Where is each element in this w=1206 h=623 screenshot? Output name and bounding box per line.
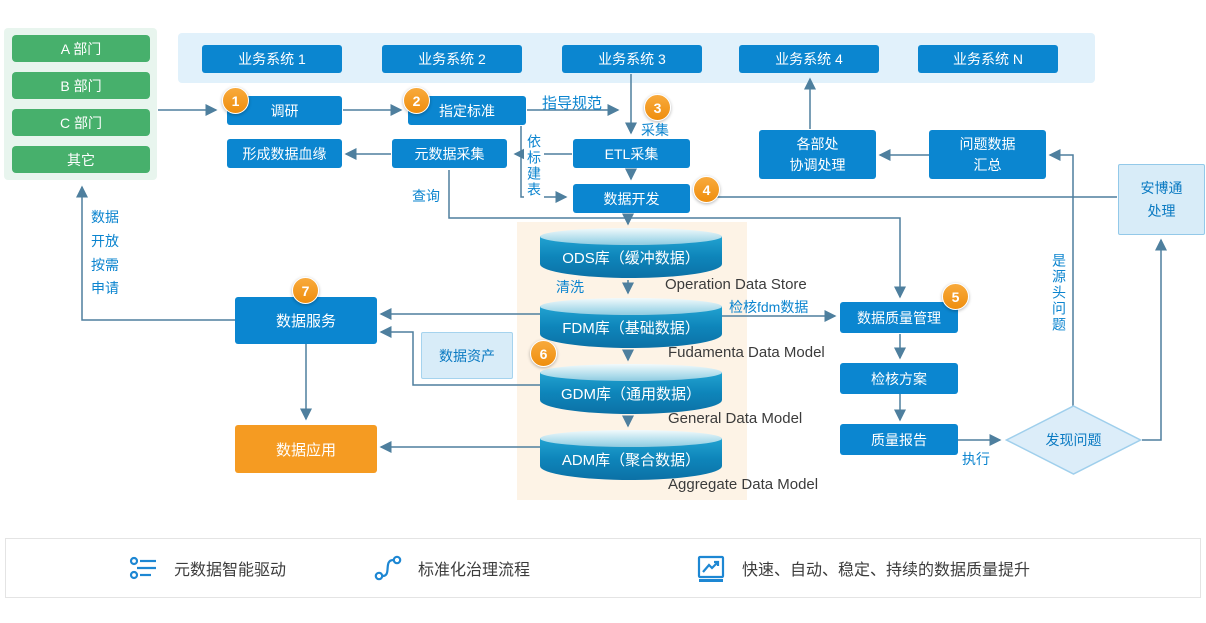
dept-a-box: A 部门 — [12, 35, 150, 62]
gdm-cylinder: GDM库（通用数据） — [540, 364, 722, 414]
application-box: 数据应用 — [235, 425, 377, 473]
metadata-box: 元数据采集 — [392, 139, 507, 168]
service-box: 数据服务 — [235, 297, 377, 344]
asset-label: 数据资产 — [439, 347, 495, 364]
ods-cylinder-top — [540, 228, 722, 245]
system-4-box: 业务系统 4 — [739, 45, 879, 73]
asset-box: 数据资产 — [421, 332, 513, 379]
quality-improve-icon — [697, 555, 725, 582]
dept-a-label: A 部门 — [60, 40, 102, 57]
develop-label: 数据开发 — [603, 190, 660, 207]
ods-cylinder: ODS库（缓冲数据） — [540, 228, 722, 278]
dept-c-box: C 部门 — [12, 109, 150, 136]
diamond-shape — [1004, 405, 1143, 475]
badge-6: 6 — [530, 340, 557, 367]
dept-other-label: 其它 — [67, 151, 95, 168]
issue-summary-box: 问题数据 汇总 — [929, 130, 1046, 179]
legend-quality: 快速、自动、稳定、持续的数据质量提升 — [696, 552, 1030, 584]
clean-edge-label: 清洗 — [556, 279, 584, 295]
metadata-driven-icon — [129, 556, 156, 580]
system-n-label: 业务系统 N — [953, 51, 1023, 67]
legend-quality-label: 快速、自动、稳定、持续的数据质量提升 — [742, 562, 1031, 579]
system-n-box: 业务系统 N — [918, 45, 1058, 73]
report-label: 质量报告 — [871, 431, 927, 448]
research-label: 调研 — [270, 102, 299, 119]
legend-metadata-label: 元数据智能驱动 — [174, 562, 287, 579]
quality-box: 数据质量管理 — [840, 302, 958, 333]
fdm-cylinder-top — [540, 298, 722, 315]
system-2-label: 业务系统 2 — [418, 51, 486, 67]
standard-process-icon — [374, 555, 402, 581]
collect-edge-label: 采集 — [641, 122, 669, 138]
application-label: 数据应用 — [275, 441, 336, 459]
check-plan-box: 检核方案 — [840, 363, 958, 394]
system-3-box: 业务系统 3 — [562, 45, 702, 73]
legend-metadata: 元数据智能驱动 — [128, 552, 286, 584]
badge-2: 2 — [403, 87, 430, 114]
gdm-en-label: General Data Model — [668, 410, 803, 427]
anbotong-label: 安博通 处理 — [1140, 180, 1183, 219]
service-label: 数据服务 — [275, 313, 336, 330]
gdm-label: GDM库（通用数据） — [561, 385, 701, 403]
dept-b-label: B 部门 — [60, 77, 102, 94]
adm-cylinder: ADM库（聚合数据） — [540, 430, 722, 480]
is-source-edge-label: 是源头问题 — [1051, 253, 1067, 333]
adm-label: ADM库（聚合数据） — [561, 451, 701, 469]
system-1-label: 业务系统 1 — [238, 51, 306, 67]
badge-4: 4 — [693, 176, 720, 203]
dept-other-box: 其它 — [12, 146, 150, 173]
coordinate-label: 各部处 协调处理 — [789, 135, 846, 173]
legend-process: 标准化治理流程 — [372, 552, 530, 584]
system-4-label: 业务系统 4 — [775, 51, 843, 67]
ods-en-label: Operation Data Store — [665, 276, 807, 293]
legend-bar — [5, 538, 1201, 598]
found-issue-label: 发现问题 — [1045, 432, 1102, 448]
report-box: 质量报告 — [840, 424, 958, 455]
quality-label: 数据质量管理 — [857, 309, 941, 326]
check-fdm-edge-label: 检核fdm数据 — [729, 299, 809, 315]
badge-7: 7 — [292, 277, 319, 304]
lineage-box: 形成数据血缘 — [227, 139, 342, 168]
system-2-box: 业务系统 2 — [382, 45, 522, 73]
legend-process-label: 标准化治理流程 — [418, 562, 531, 579]
anbotong-box: 安博通 处理 — [1118, 164, 1205, 235]
found-issue-diamond: 发现问题 — [1004, 405, 1143, 475]
fdm-en-label: Fudamenta Data Model — [668, 344, 825, 361]
coordinate-box: 各部处 协调处理 — [759, 130, 876, 179]
open-apply-edge-label: 数据 开放 按需 申请 — [91, 209, 119, 297]
dept-c-label: C 部门 — [60, 114, 102, 131]
adm-en-label: Aggregate Data Model — [668, 476, 819, 493]
issue-summary-label: 问题数据 汇总 — [959, 135, 1016, 173]
etl-box: ETL采集 — [573, 139, 690, 168]
badge-1: 1 — [222, 87, 249, 114]
adm-cylinder-top — [540, 430, 722, 447]
ods-label: ODS库（缓冲数据） — [562, 249, 700, 267]
metadata-label: 元数据采集 — [414, 145, 485, 162]
standard-label: 指定标准 — [439, 102, 495, 119]
dept-b-box: B 部门 — [12, 72, 150, 99]
develop-box: 数据开发 — [573, 184, 690, 213]
fdm-label: FDM库（基础数据） — [562, 319, 700, 337]
badge-5: 5 — [942, 283, 969, 310]
guide-edge-label: 指导规范 — [542, 95, 603, 112]
gdm-cylinder-top — [540, 364, 722, 381]
system-1-box: 业务系统 1 — [202, 45, 342, 73]
query-edge-label: 查询 — [412, 188, 440, 204]
etl-label: ETL采集 — [604, 145, 659, 162]
lineage-label: 形成数据血缘 — [242, 145, 327, 162]
system-3-label: 业务系统 3 — [598, 51, 666, 67]
fdm-cylinder: FDM库（基础数据） — [540, 298, 722, 348]
badge-3: 3 — [644, 94, 671, 121]
by-standard-edge-label: 依标建表 — [524, 133, 544, 199]
check-plan-label: 检核方案 — [871, 370, 927, 387]
execute-edge-label: 执行 — [962, 451, 990, 467]
